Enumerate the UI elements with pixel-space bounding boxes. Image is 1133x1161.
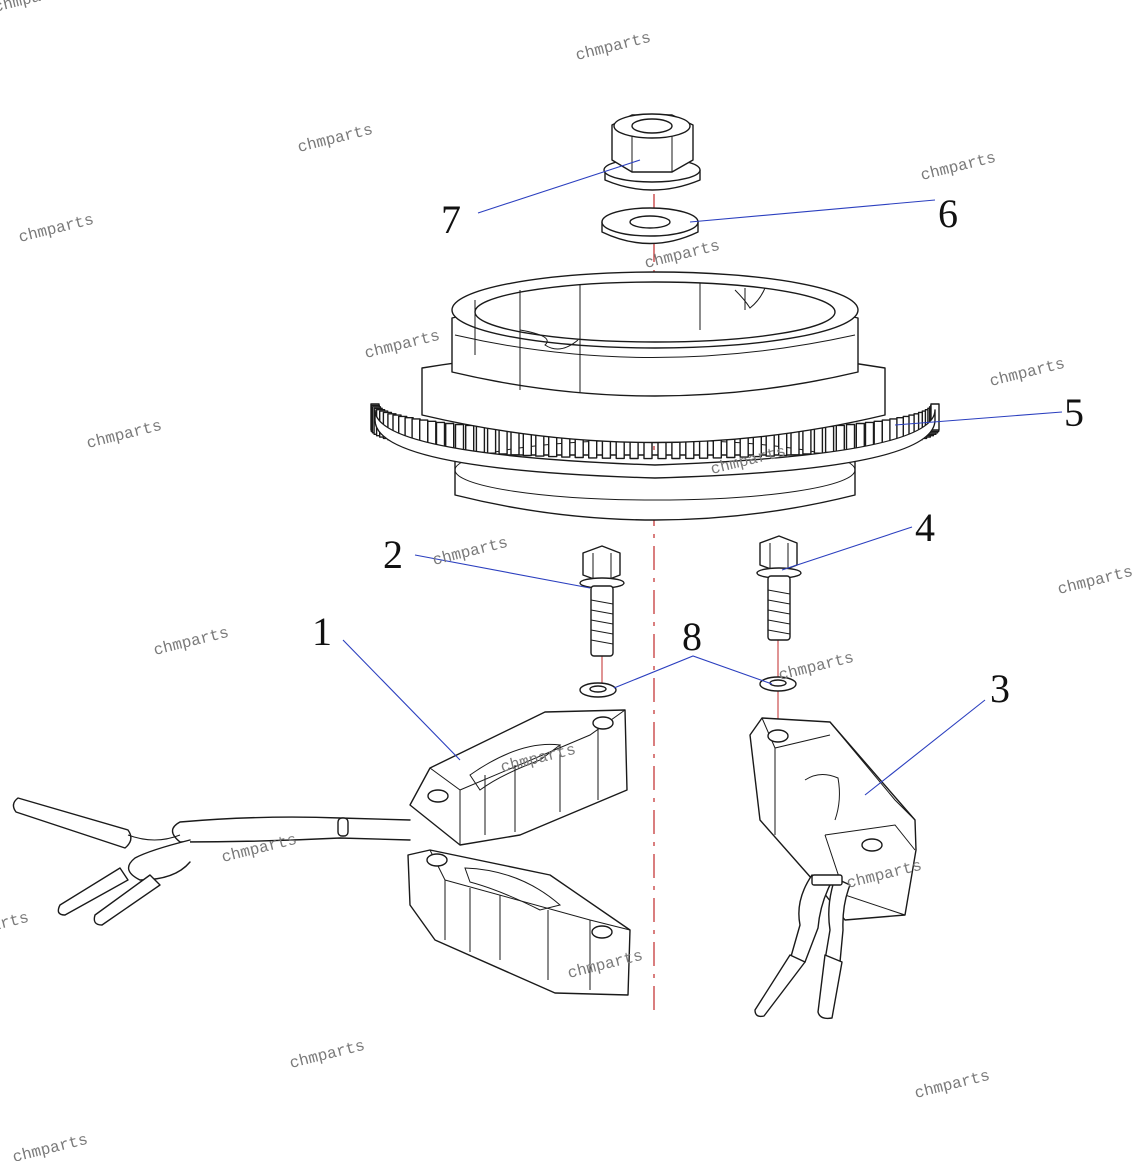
watermark: chmparts bbox=[85, 417, 164, 453]
flat-washer bbox=[601, 207, 699, 245]
watermark: chmparts bbox=[919, 149, 998, 185]
part-label-2: 2 bbox=[383, 532, 403, 577]
part-label-8: 8 bbox=[682, 614, 702, 659]
part-label-6: 6 bbox=[938, 191, 958, 236]
gear-tooth bbox=[813, 426, 824, 454]
watermark: chmparts bbox=[0, 909, 31, 945]
ignition-coil-left bbox=[12, 709, 631, 996]
gear-tooth bbox=[835, 424, 845, 453]
watermark: chmparts bbox=[1056, 563, 1133, 599]
lock-washers bbox=[579, 676, 797, 698]
ignition-coil-right bbox=[749, 717, 917, 1020]
watermark: chmparts bbox=[574, 29, 653, 65]
part-label-4: 4 bbox=[915, 505, 935, 550]
gear-tooth bbox=[802, 427, 812, 455]
bolt-right bbox=[756, 535, 802, 641]
bolt-left bbox=[579, 545, 625, 657]
flywheel bbox=[370, 271, 940, 521]
watermark: chmparts bbox=[777, 649, 856, 685]
gear-tooth bbox=[855, 422, 865, 451]
watermark: chmparts bbox=[988, 355, 1067, 391]
flange-nut bbox=[603, 113, 701, 191]
watermark: chmparts bbox=[913, 1067, 992, 1103]
gear-tooth bbox=[465, 424, 475, 453]
part-label-5: 5 bbox=[1064, 390, 1084, 435]
watermark: chmparts bbox=[296, 121, 375, 157]
gear-tooth bbox=[454, 423, 465, 452]
part-number-labels: 1 2 3 4 5 6 7 8 bbox=[312, 191, 1084, 711]
leader-lines bbox=[342, 159, 1063, 796]
watermark: chmparts bbox=[363, 327, 442, 363]
gear-tooth bbox=[486, 426, 497, 454]
gear-tooth bbox=[445, 422, 455, 451]
watermark: chmparts bbox=[11, 1131, 90, 1161]
part-label-1: 1 bbox=[312, 609, 332, 654]
part-label-7: 7 bbox=[441, 197, 461, 242]
watermark: chmparts bbox=[288, 1037, 367, 1073]
gear-tooth bbox=[824, 425, 835, 454]
gear-tooth bbox=[845, 423, 856, 452]
gear-tooth bbox=[475, 425, 486, 454]
watermark: chmparts bbox=[0, 0, 71, 17]
watermark: chmparts bbox=[431, 534, 510, 570]
watermark: chmparts bbox=[152, 624, 231, 660]
part-label-3: 3 bbox=[990, 666, 1010, 711]
watermark: chmparts bbox=[17, 211, 96, 247]
